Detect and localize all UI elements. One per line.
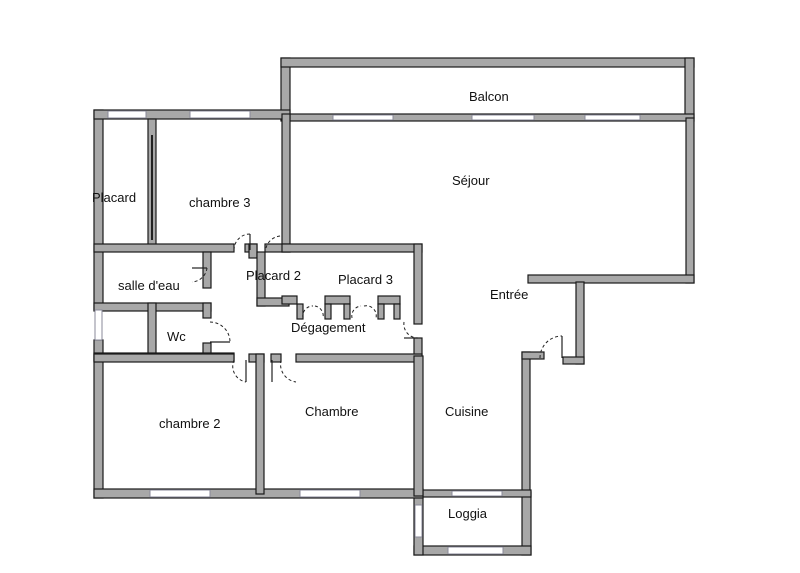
door-arc-chambre3 <box>233 233 251 251</box>
wall-wc-left <box>147 302 157 361</box>
wall-entree-notch-bottom <box>562 356 585 365</box>
label-sejour: Séjour <box>452 173 490 188</box>
wall-pl3-stub1 <box>296 303 304 320</box>
wall-pl3-stub5 <box>393 303 401 320</box>
doors <box>151 135 563 383</box>
window-placard-top <box>107 110 147 119</box>
wall-chambre2-chambre <box>255 353 265 495</box>
window-loggia-bottom <box>447 546 504 555</box>
wall-placard3-right <box>413 243 423 325</box>
door-arc-placard3-d <box>363 305 377 319</box>
wall-placard3-bottom-b <box>324 295 351 305</box>
door-arc-placard3-c <box>351 305 362 319</box>
wall-wc-right <box>202 302 212 319</box>
label-wc: Wc <box>167 329 186 344</box>
wall-pl3-stub4 <box>377 303 385 320</box>
windows <box>94 110 641 555</box>
wall-sejour-bottom-right <box>527 274 695 284</box>
label-placard3: Placard 3 <box>338 272 393 287</box>
label-chambre3: chambre 3 <box>189 195 250 210</box>
wall-chambre-top-b <box>295 353 423 363</box>
label-entree: Entrée <box>490 287 528 302</box>
wall-cuisine-right <box>521 351 531 498</box>
wall-balcony-right <box>684 57 695 119</box>
wall-balcony-top <box>280 57 695 68</box>
label-chambre2: chambre 2 <box>159 416 220 431</box>
door-arc-front <box>539 335 563 359</box>
door-arc-chambre2 <box>232 359 247 383</box>
door-arc-placard3-b <box>314 305 324 319</box>
wall-chambre3-bottom-a <box>93 243 235 253</box>
label-balcon: Balcon <box>469 89 509 104</box>
door-arc-chambre <box>280 359 297 383</box>
wall-chambre-right <box>413 355 424 497</box>
wall-kitchen-door-jamb <box>521 351 545 360</box>
window-balcony-3 <box>584 114 641 121</box>
window-balcony-1 <box>332 114 394 121</box>
window-chambre3-top <box>189 110 251 119</box>
label-placard2: Placard 2 <box>246 268 301 283</box>
walls <box>93 57 695 556</box>
wall-placard3-bottom-a <box>281 295 298 305</box>
window-left-salle <box>94 309 103 341</box>
door-arc-wc <box>209 321 231 343</box>
label-salle-eau: salle d'eau <box>118 278 180 293</box>
wall-left-top <box>93 109 104 311</box>
door-arc-entree <box>403 321 419 339</box>
door-arc-placard3-a <box>302 305 314 319</box>
wall-placard3-bottom-c <box>377 295 401 305</box>
wall-chambre2-top-a <box>93 353 235 363</box>
window-cuisine-loggia <box>451 490 503 497</box>
wall-pl3-stub3 <box>343 303 351 320</box>
wall-stub-a <box>248 243 258 259</box>
window-loggia-left <box>414 504 423 538</box>
wall-left-bottom <box>93 339 104 499</box>
label-cuisine: Cuisine <box>445 404 488 419</box>
door-arc-placard2 <box>265 235 283 249</box>
label-placard: Placard <box>92 190 136 205</box>
label-chambre: Chambre <box>305 404 358 419</box>
window-chambre-bottom <box>299 489 361 498</box>
wall-sejour-right <box>685 117 695 284</box>
wall-pl3-stub2 <box>324 303 332 320</box>
room-labels: Balcon Séjour Placard chambre 3 salle d'… <box>92 89 528 521</box>
door-arc-salle-eau <box>191 267 208 283</box>
window-balcony-2 <box>471 114 535 121</box>
label-loggia: Loggia <box>448 506 488 521</box>
wall-chambre3-right <box>281 113 291 253</box>
window-chambre2-bottom <box>149 489 211 498</box>
wall-placard3-top <box>281 243 423 253</box>
wall-entree-notch-right <box>575 281 585 365</box>
label-degagement: Dégagement <box>291 320 366 335</box>
wall-chambre-top-a <box>270 353 282 363</box>
